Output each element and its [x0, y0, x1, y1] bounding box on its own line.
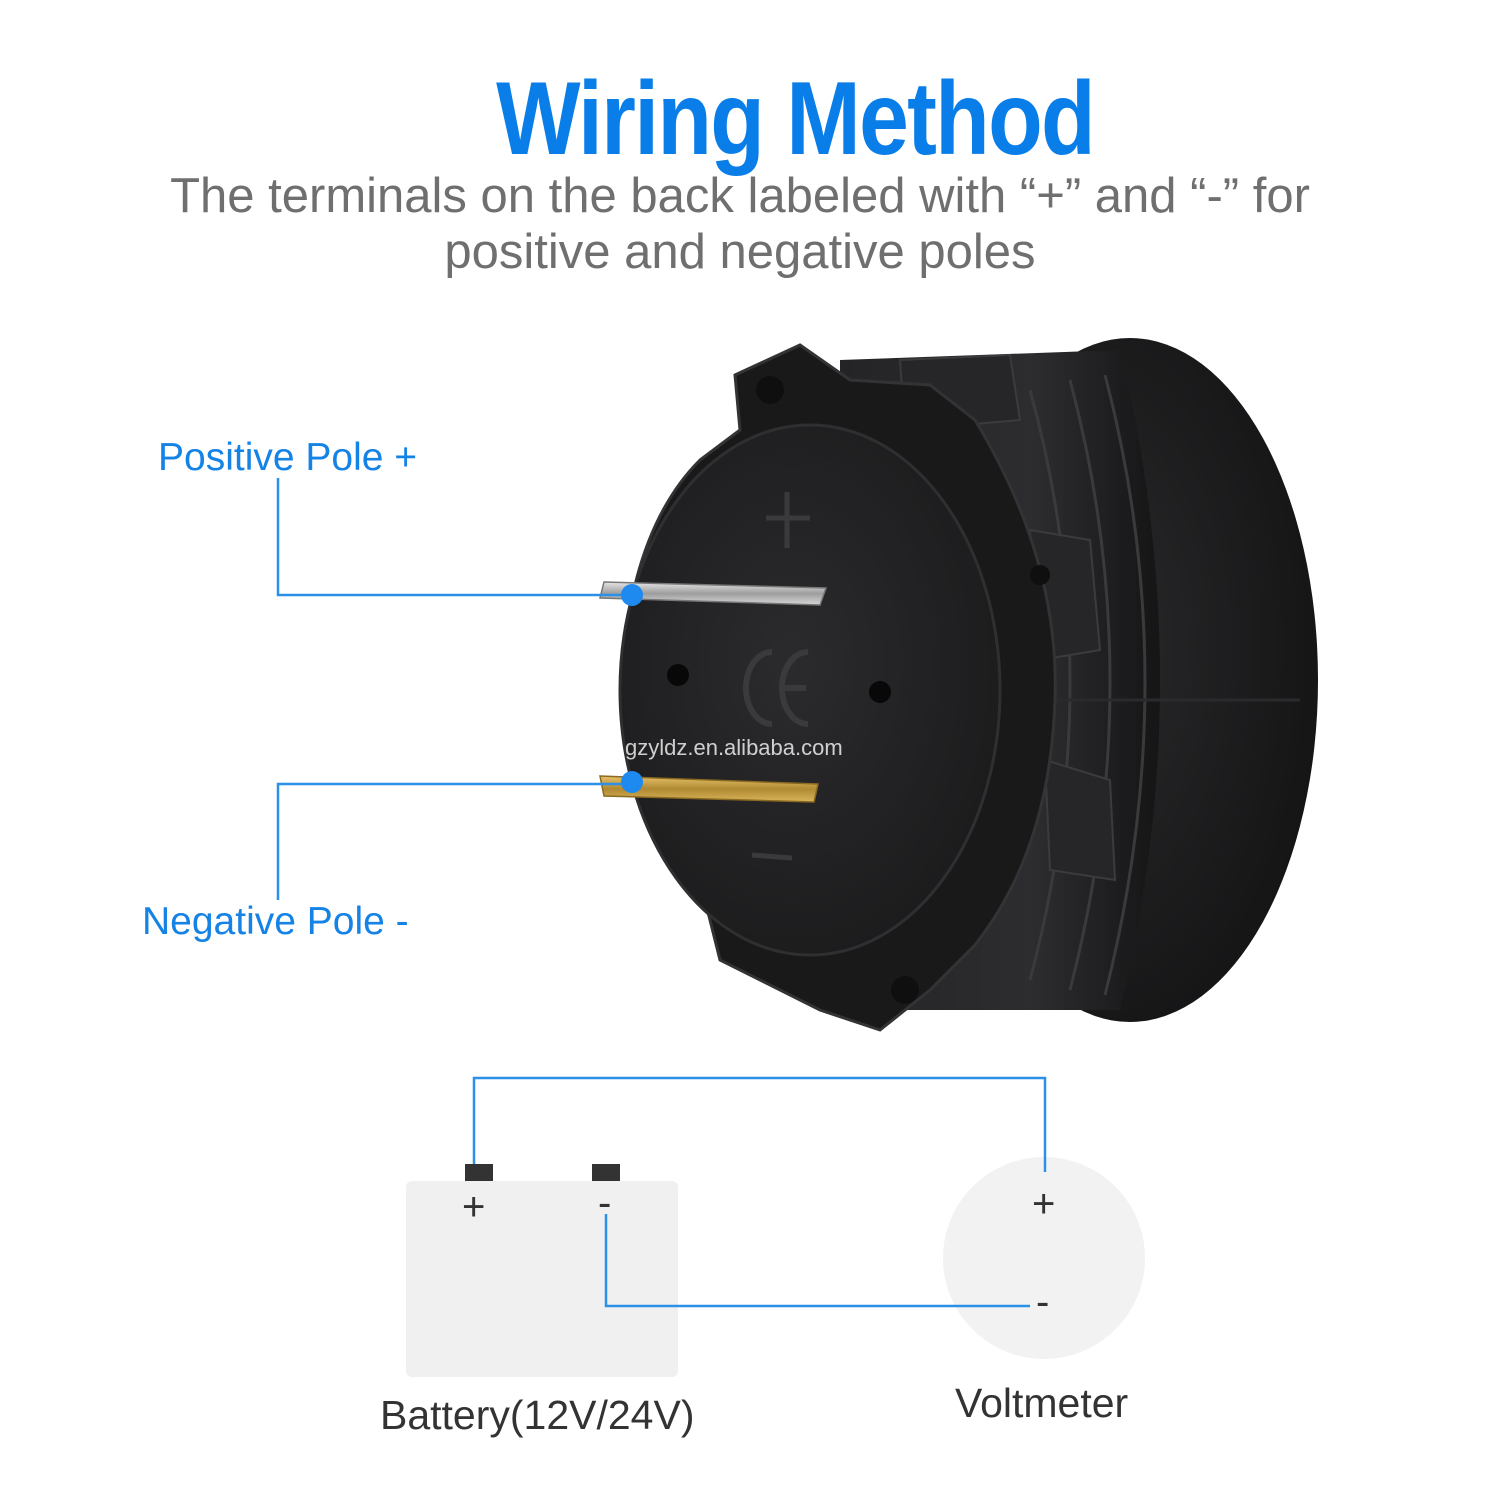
voltmeter-label: Voltmeter — [955, 1380, 1129, 1426]
wire-negative — [604, 1214, 1030, 1308]
negative-pole-label: Negative Pole - — [142, 900, 409, 943]
embossed-minus-mark — [751, 852, 793, 861]
battery-minus-symbol: - — [598, 1181, 612, 1225]
battery-label: Battery(12V/24V) — [380, 1392, 695, 1438]
callout-lines — [276, 478, 632, 900]
circuit-wires — [472, 1076, 1047, 1308]
wire-positive — [472, 1076, 1047, 1172]
positive-terminal-pin — [599, 581, 828, 606]
battery-body — [406, 1181, 678, 1377]
voltmeter-plus-symbol: + — [1032, 1182, 1056, 1226]
callout-dot-positive — [621, 584, 643, 606]
embossed-plus-mark — [766, 492, 810, 548]
ce-mark — [743, 649, 809, 727]
battery-plus-symbol: + — [462, 1185, 486, 1229]
callout-dot-negative — [621, 771, 643, 793]
subtitle-line-1: The terminals on the back labeled with “… — [170, 169, 1310, 223]
page-title: Wiring Method — [496, 61, 1096, 177]
battery-plus-terminal — [465, 1164, 493, 1181]
battery-minus-terminal — [592, 1164, 620, 1181]
subtitle: The terminals on the back labeled with “… — [60, 168, 1420, 280]
callout-line-positive — [276, 478, 632, 597]
terminal-face — [620, 425, 1000, 955]
callout-line-negative — [276, 782, 632, 900]
screw-hole-left — [667, 664, 689, 686]
screw-hole-right — [869, 681, 891, 703]
subtitle-line-2: positive and negative poles — [444, 225, 1036, 279]
voltmeter-minus-symbol: - — [1036, 1280, 1050, 1324]
negative-terminal-pin — [599, 775, 819, 803]
voltmeter-body — [943, 1157, 1145, 1359]
clip-tab-lower — [1043, 758, 1117, 882]
ring-notches — [756, 376, 1050, 1004]
positive-pole-label: Positive Pole + — [158, 436, 418, 479]
watermark: gzyldz.en.alibaba.com — [625, 735, 843, 760]
